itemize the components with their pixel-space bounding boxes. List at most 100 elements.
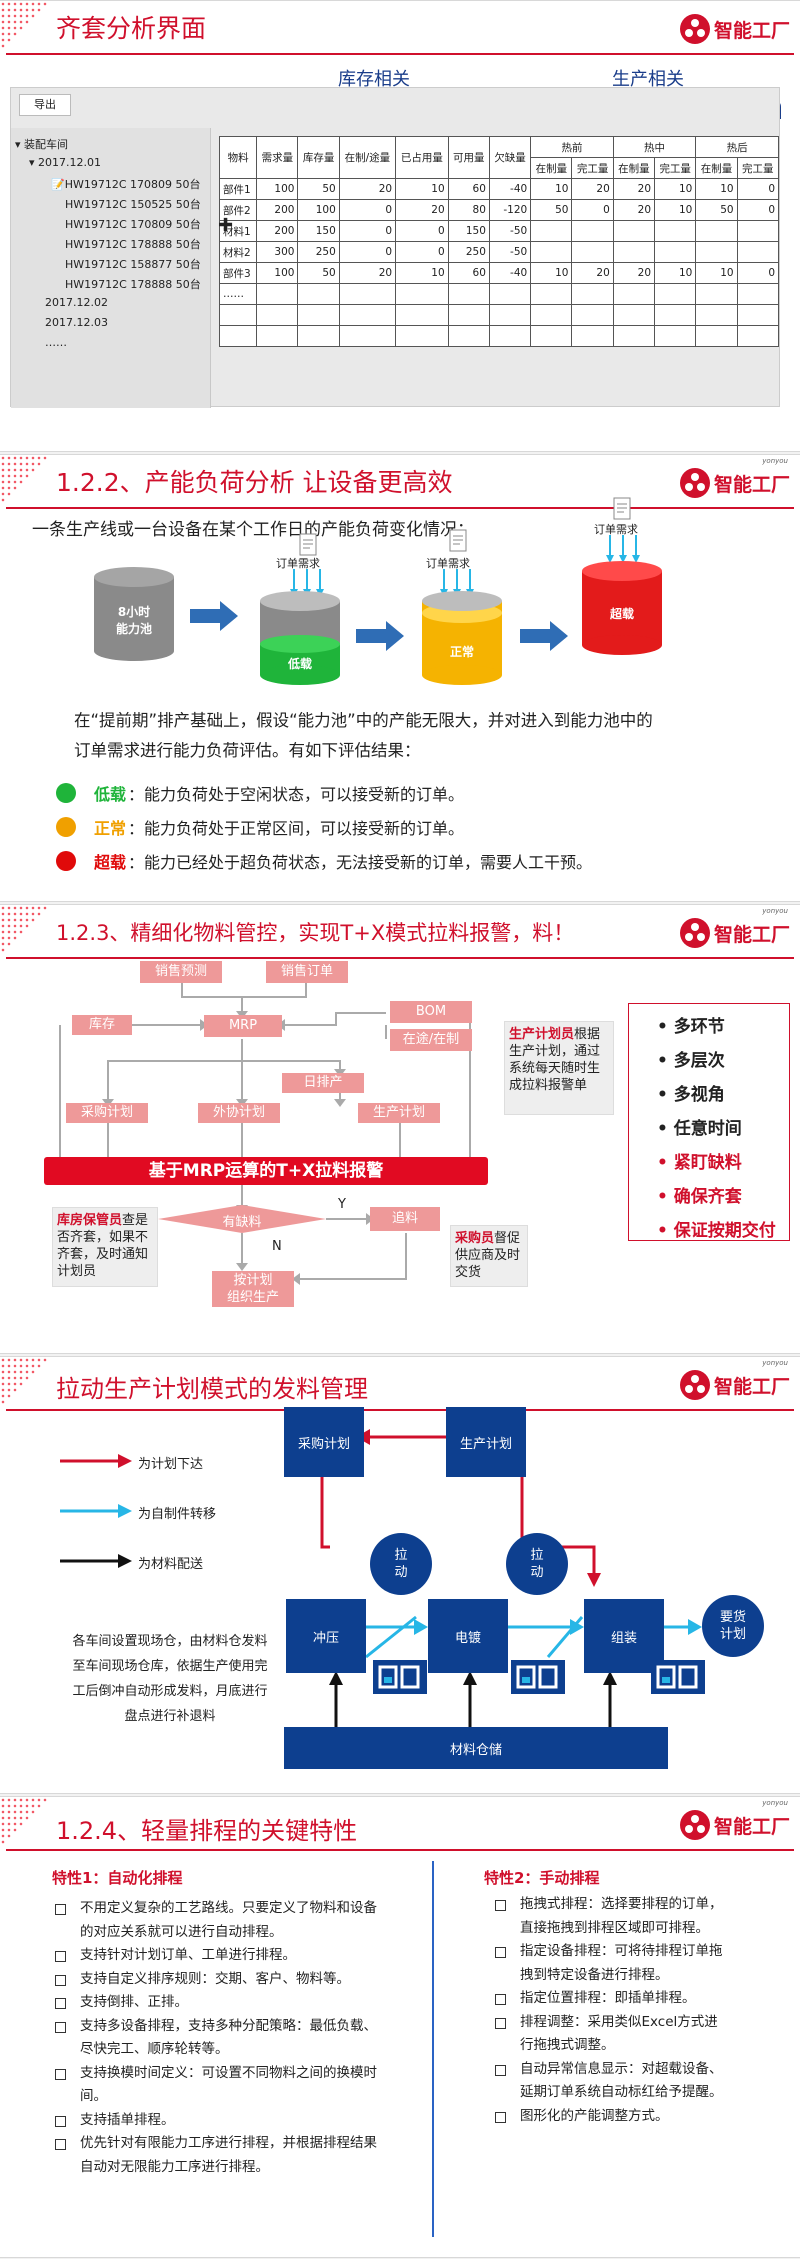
table-cell: 250 xyxy=(297,241,340,263)
eval-paragraph: 订单需求进行能力负荷评估。有如下评估结果： xyxy=(74,741,421,760)
list-item: 指定位置排程：即插单排程。 xyxy=(492,1987,724,2011)
table-cell xyxy=(395,283,449,305)
table-cell: 10 xyxy=(654,199,697,221)
table-cell: 20 xyxy=(612,199,656,221)
export-button[interactable]: 导出 xyxy=(19,94,71,116)
table-cell xyxy=(571,241,614,263)
table-cell xyxy=(612,241,656,263)
table-cell: 100 xyxy=(256,178,299,200)
order-demand-label: 订单需求 xyxy=(426,557,470,570)
flow-arrows xyxy=(320,1429,702,1727)
box-sales-forecast: 销售预测 xyxy=(140,961,222,983)
table-cell xyxy=(736,304,780,326)
table-cell: 0 xyxy=(571,199,614,221)
table-row[interactable] xyxy=(218,325,780,347)
table-cell: 100 xyxy=(256,262,299,284)
table-row[interactable]: …… xyxy=(218,283,780,305)
box-purchase-plan: 采购计划 xyxy=(66,1103,148,1123)
order-doc-icon xyxy=(448,529,468,553)
table-cell xyxy=(530,304,573,326)
list-item: 优先针对有限能力工序进行排程，并根据排程结果自动对无限能力工序进行排程。 xyxy=(52,2132,380,2179)
table-cell xyxy=(736,241,780,263)
tree-order[interactable]: HW19712C 178888 50台 xyxy=(65,238,201,251)
legend-term: 正常 xyxy=(94,819,127,838)
tree-date[interactable]: ▾ 2017.12.01 xyxy=(29,156,102,169)
right-arrow-icon xyxy=(356,621,404,651)
table-cell: 材料2 xyxy=(218,241,258,263)
table-cell xyxy=(447,325,490,347)
table-cell: -40 xyxy=(488,262,532,284)
brand-sub: yonyou xyxy=(762,907,788,915)
tree-root[interactable]: ▾ 装配车间 xyxy=(15,138,69,151)
table-cell xyxy=(695,283,738,305)
brand-logo-icon xyxy=(679,14,710,44)
title-rule xyxy=(6,1849,794,1851)
table-cell xyxy=(488,304,532,326)
table-cell: 20 xyxy=(612,178,656,200)
table-cell: 0 xyxy=(736,262,780,284)
expand-plus-icon[interactable]: ✚ xyxy=(218,215,234,236)
table-cell: 60 xyxy=(447,178,490,200)
order-doc-icon xyxy=(612,497,632,521)
table-cell: 250 xyxy=(447,241,490,263)
list-item: 图形化的产能调整方式。 xyxy=(492,2105,724,2129)
table-cell: 20 xyxy=(338,178,397,200)
slide-kitting-analysis: 齐套分析界面 智能工厂 库存相关 生产相关 导出 ▾ 装配车间 ▾ 2017.1… xyxy=(0,0,800,452)
tree-order[interactable]: HW19712C 158877 50台 xyxy=(65,258,201,271)
tree-order[interactable]: HW19712C 178888 50台 xyxy=(65,278,201,291)
col-sub-header: 在制量 xyxy=(695,157,738,179)
tree-date[interactable]: 2017.12.02 xyxy=(45,296,108,309)
list-item: 不用定义复杂的工艺路线。只要定义了物料和设备的对应关系就可以进行自动排程。 xyxy=(52,1897,380,1944)
table-cell xyxy=(612,325,656,347)
table-cell: 0 xyxy=(338,241,397,263)
legend-material-delivery: 为材料配送 xyxy=(138,1557,204,1572)
tree-date[interactable]: 2017.12.03 xyxy=(45,316,108,329)
col-header: 已占用量 xyxy=(395,136,449,179)
table-cell: -40 xyxy=(488,178,532,200)
table-cell: 50 xyxy=(530,199,573,221)
table-cell xyxy=(297,283,340,305)
tree-order[interactable]: HW19712C 150525 50台 xyxy=(65,198,201,211)
column-divider xyxy=(432,1861,434,2237)
shortage-decision xyxy=(158,1205,326,1233)
table-cell: 50 xyxy=(297,178,340,200)
table-cell xyxy=(488,283,532,305)
capacity-pool-cylinder: 8小时 能力池 xyxy=(94,567,174,661)
table-cell xyxy=(654,283,697,305)
table-cell xyxy=(695,304,738,326)
brand-name: 智能工厂 xyxy=(713,1375,790,1398)
server-icon xyxy=(651,1660,705,1694)
box-material-warehouse: 材料仓储 xyxy=(284,1727,668,1769)
col-sub-header: 完工量 xyxy=(654,157,697,179)
box-outsource-plan: 外协计划 xyxy=(198,1103,280,1123)
slide-capacity-load: 1.2.2、产能负荷分析 让设备更高效 yonyou 智能工厂 一条生产线或一台… xyxy=(0,454,800,902)
tree-order[interactable]: 📝HW19712C 170809 50台 xyxy=(51,178,201,191)
callout-warehouse: 库房保管员查是否齐套，如果不齐套，及时通知计划员 xyxy=(52,1207,158,1287)
tree-order[interactable]: HW19712C 170809 50台 xyxy=(65,218,201,231)
table-cell: 10 xyxy=(654,178,697,200)
yes-label: Y xyxy=(338,1197,346,1212)
server-icon xyxy=(511,1660,565,1694)
table-cell xyxy=(297,304,340,326)
brand-logo-icon xyxy=(679,918,710,948)
table-row[interactable] xyxy=(218,304,780,326)
table-cell xyxy=(571,304,614,326)
col-header: 库存量 xyxy=(297,136,340,179)
brand-name: 智能工厂 xyxy=(713,19,790,42)
table-cell xyxy=(530,283,573,305)
table-cell xyxy=(695,241,738,263)
feature-box: • 多环节 • 多层次 • 多视角 • 任意时间 • 紧盯缺料 • 确保齐套 •… xyxy=(628,1003,790,1241)
feature-item: • 任意时间 xyxy=(657,1119,742,1139)
col-group-header: 热前 xyxy=(530,136,614,158)
col-header: 需求量 xyxy=(256,136,299,179)
list-item: 支持多设备排程，支持多种分配策略：最低负载、尽快完工、顺序轮转等。 xyxy=(52,2015,380,2062)
brand: 智能工厂 xyxy=(679,13,790,45)
group-label-production: 生产相关 xyxy=(612,69,684,90)
col-group-header: 热中 xyxy=(612,136,697,158)
order-demand-label: 订单需求 xyxy=(594,523,638,536)
